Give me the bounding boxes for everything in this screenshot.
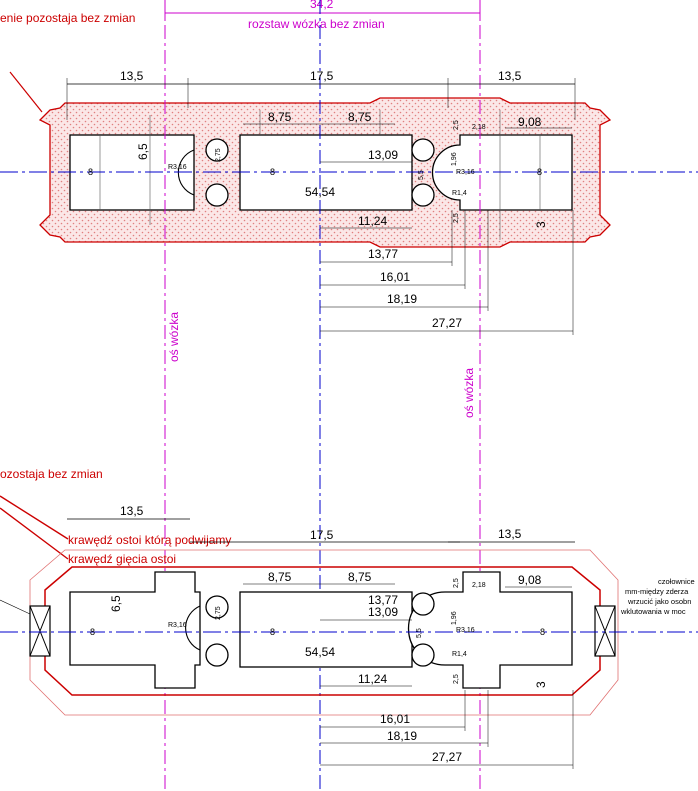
top-dim-196: 1,96 bbox=[451, 152, 458, 166]
bottom-hole-4 bbox=[411, 643, 435, 667]
top-hole-3 bbox=[411, 138, 435, 162]
bottom-dim-25-top: 2,5 bbox=[453, 578, 460, 588]
bottom-dim-half-right: 8,75 bbox=[348, 570, 372, 584]
bottom-dim-mid-width: 17,5 bbox=[310, 528, 334, 542]
track-width-label: rozstaw wózka bez zmian bbox=[248, 17, 385, 31]
axle-right-label: oś wózka bbox=[462, 368, 476, 418]
top-hole-4 bbox=[411, 183, 435, 207]
bottom-red-note: ozostaja bez zmian bbox=[0, 467, 103, 481]
top-dim-cutout-depth: 9,08 bbox=[518, 115, 542, 129]
svg-text:8: 8 bbox=[270, 167, 275, 177]
top-dim-1377: 13,77 bbox=[368, 247, 398, 261]
bottom-hole-1 bbox=[205, 595, 229, 619]
top-note-leader bbox=[9, 71, 43, 113]
top-dim-3: 3 bbox=[534, 221, 548, 228]
bottom-dim-1377: 13,77 bbox=[368, 593, 398, 607]
bottom-frame-outline bbox=[44, 566, 601, 696]
bottom-dim-half-left: 8,75 bbox=[268, 570, 292, 584]
top-dim-center: 54,54 bbox=[305, 185, 335, 199]
bottom-dim-196: 1,96 bbox=[451, 611, 458, 625]
bottom-dim-1124: 11,24 bbox=[358, 672, 387, 686]
top-dim-1819: 18,19 bbox=[387, 292, 417, 306]
side-note-line-1: czołownice bbox=[658, 577, 695, 586]
bottom-dim-hole-offset: 5,5 bbox=[416, 628, 423, 638]
top-dim-1309: 13,09 bbox=[368, 148, 398, 162]
edge-bend-label: krawędź gięcia ostoi bbox=[68, 552, 176, 566]
svg-text:8: 8 bbox=[537, 167, 542, 177]
bottom-dim-left-width: 13,5 bbox=[120, 504, 144, 518]
top-hole-2 bbox=[205, 183, 229, 207]
side-note-line-4: wklutowania w moc bbox=[620, 607, 686, 616]
top-dim-25-bot: 2,5 bbox=[453, 213, 460, 223]
bottom-dim-2727: 27,27 bbox=[432, 750, 462, 764]
bottom-hole-3 bbox=[411, 592, 435, 616]
track-width-value: 34,2 bbox=[310, 0, 334, 11]
bottom-dim-radius-left: R3,16 bbox=[168, 622, 187, 629]
bottom-dim-1601: 16,01 bbox=[380, 712, 410, 726]
bottom-dim-1309: 13,09 bbox=[368, 605, 398, 619]
bottom-dim-25-bot: 2,5 bbox=[453, 674, 460, 684]
bottom-dim-height-left: 6,5 bbox=[109, 595, 123, 612]
top-dim-2727: 27,27 bbox=[432, 316, 462, 330]
bottom-hole-2 bbox=[205, 643, 229, 667]
top-dim-half-left: 8,75 bbox=[268, 110, 292, 124]
side-note-line-2: mm-między zderza bbox=[625, 587, 689, 596]
bottom-note-leader-2 bbox=[0, 507, 69, 560]
top-dim-half-right: 8,75 bbox=[348, 110, 372, 124]
top-dim-radius-small: R1,4 bbox=[452, 190, 467, 197]
top-hole-1 bbox=[205, 138, 229, 162]
axle-left-label: oś wózka bbox=[167, 312, 181, 362]
svg-text:8: 8 bbox=[88, 167, 93, 177]
bottom-opening-right bbox=[407, 571, 573, 689]
top-dim-left-width: 13,5 bbox=[120, 69, 144, 83]
bottom-dim-3: 3 bbox=[534, 681, 548, 688]
bottom-dim-radius-small: R1,4 bbox=[452, 651, 467, 658]
svg-text:8: 8 bbox=[90, 627, 95, 637]
bottom-dim-1819: 18,19 bbox=[387, 729, 417, 743]
edge-doubled-label: krawędź ostoi którą podwijamy bbox=[68, 533, 231, 547]
top-dim-hole-offset: 5,5 bbox=[418, 170, 425, 180]
top-dim-25-top: 2,5 bbox=[453, 120, 460, 130]
top-dim-1124: 11,24 bbox=[358, 214, 387, 228]
top-red-note: enie pozostaja bez zmian bbox=[0, 11, 135, 25]
svg-text:8: 8 bbox=[270, 627, 275, 637]
bottom-dim-cutout-depth: 9,08 bbox=[518, 573, 542, 587]
bottom-dim-218: 2,18 bbox=[472, 582, 486, 589]
bottom-dim-hole-dia: 2,75 bbox=[215, 606, 222, 620]
bottom-opening-middle bbox=[239, 591, 413, 668]
top-dim-radius-right: R3,16 bbox=[456, 169, 475, 176]
top-dim-1601: 16,01 bbox=[380, 270, 410, 284]
bottom-dim-right-width: 13,5 bbox=[498, 527, 522, 541]
bottom-thin-outline bbox=[29, 549, 619, 716]
bottom-dim-radius-right: R3,16 bbox=[456, 627, 475, 634]
svg-text:8: 8 bbox=[540, 627, 545, 637]
top-dim-radius-left: R3,16 bbox=[168, 164, 187, 171]
bottom-dim-center: 54,54 bbox=[305, 645, 335, 659]
top-dim-height-left: 6,5 bbox=[136, 143, 150, 160]
top-dim-mid-width: 17,5 bbox=[310, 69, 334, 83]
top-dim-hole-dia: 2,75 bbox=[215, 148, 222, 162]
bottom-view: ozostaja bez zmian krawędź ostoi którą p… bbox=[0, 467, 698, 769]
bottom-note-leader-1 bbox=[0, 495, 69, 540]
side-note-line-3: wrzucić jako osobn bbox=[627, 597, 691, 606]
top-dim-218: 2,18 bbox=[472, 124, 486, 131]
bottom-opening-left bbox=[69, 571, 201, 689]
top-dim-right-width: 13,5 bbox=[498, 69, 522, 83]
